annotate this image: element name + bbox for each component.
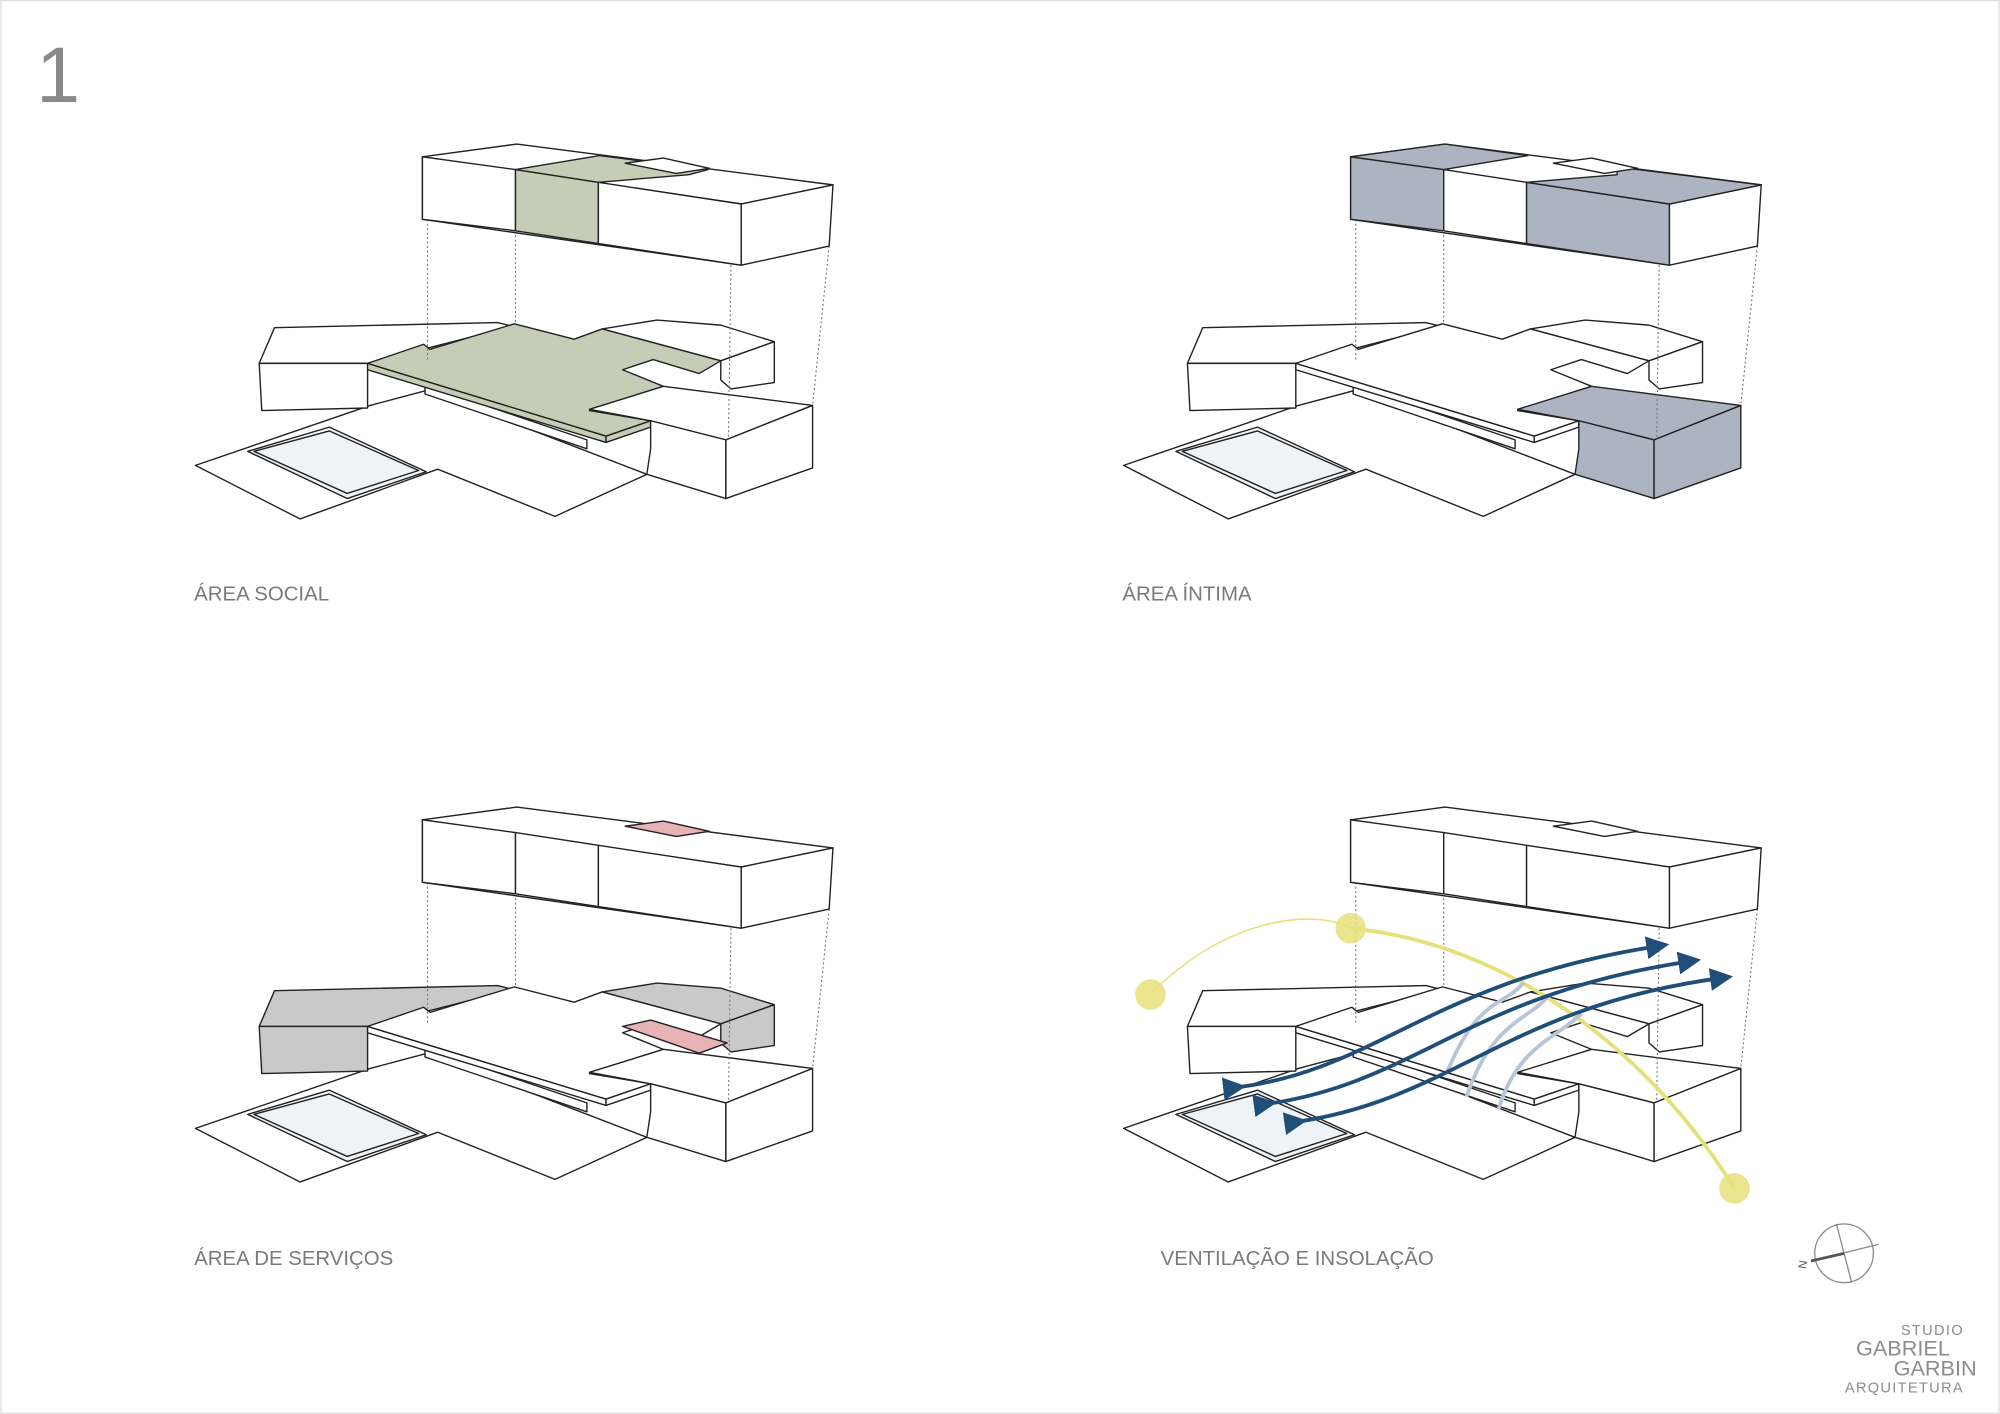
right-back-box-front xyxy=(720,1004,776,1053)
upper-top-segment-1 xyxy=(1349,143,1529,171)
left-wing-front xyxy=(258,1025,369,1075)
right-back-box-front xyxy=(720,341,776,390)
north-compass-icon: N xyxy=(1797,1223,1879,1284)
upper-top-segment-3 xyxy=(1525,166,1762,205)
diagram-area-servicos xyxy=(194,806,834,1183)
upper-box-segment-3 xyxy=(597,844,742,929)
upper-void xyxy=(1552,820,1639,838)
right-box-right-face xyxy=(725,404,814,500)
pool-edge xyxy=(253,1093,420,1158)
studio-logo: STUDIO GABRIEL GARBIN ARQUITETURA xyxy=(1845,1323,1977,1396)
diagram-ventilacao-insolacao xyxy=(1122,806,1762,1204)
upper-box-segment-2 xyxy=(1443,168,1528,245)
slab-support xyxy=(424,1047,588,1113)
upper-box-segment-3 xyxy=(597,181,742,266)
upper-box-segment-1 xyxy=(421,819,517,895)
diagram-area-social xyxy=(194,143,834,520)
upper-box-segment-1 xyxy=(421,156,517,232)
left-wing-front xyxy=(258,362,369,412)
logo-gabriel: GABRIEL xyxy=(1856,1335,1950,1360)
upper-box-segment-2 xyxy=(514,831,600,908)
sun-icon xyxy=(1335,912,1366,944)
compass-north-label: N xyxy=(1797,1259,1810,1269)
right-box-left-face xyxy=(1574,420,1655,500)
logo-arquitetura: ARQUITETURA xyxy=(1845,1380,1964,1396)
left-wing-front xyxy=(1186,1025,1297,1075)
right-box-left-face xyxy=(646,420,727,500)
ground-plate xyxy=(194,389,648,520)
right-back-box-front xyxy=(1648,341,1704,390)
pool xyxy=(247,1089,427,1163)
slab-support xyxy=(1352,384,1516,450)
upper-top-segment-2 xyxy=(514,154,709,184)
sun-path-dawn xyxy=(1149,918,1351,996)
label-area-social: ÁREA SOCIAL xyxy=(194,583,329,606)
upper-void xyxy=(1552,157,1639,175)
page-number: 1 xyxy=(36,30,80,119)
sun-icon xyxy=(1719,1173,1750,1204)
upper-box-segment-1 xyxy=(1349,819,1445,895)
slab-support xyxy=(424,384,588,450)
upper-void xyxy=(624,157,710,175)
climate-overlay xyxy=(1135,912,1750,1204)
ground-plate xyxy=(194,1052,648,1183)
pool-edge xyxy=(1181,430,1348,495)
left-wing-front xyxy=(1186,362,1297,412)
label-area-intima: ÁREA ÍNTIMA xyxy=(1122,583,1252,606)
upper-box-segment-3 xyxy=(1525,844,1671,929)
upper-void xyxy=(624,820,710,838)
ground-plate xyxy=(1122,389,1576,520)
right-box-left-face xyxy=(646,1083,727,1163)
right-box-right-face xyxy=(1653,404,1742,500)
service-highlight-lower xyxy=(621,1019,728,1054)
diagram-area-intima xyxy=(1122,143,1762,520)
logo-studio: STUDIO xyxy=(1901,1323,1964,1339)
label-area-servicos: ÁREA DE SERVIÇOS xyxy=(194,1247,393,1270)
wind-arrow-icon xyxy=(1282,968,1734,1136)
label-ventilacao-insolacao: VENTILAÇÃO E INSOLAÇÃO xyxy=(1161,1246,1434,1270)
pool-edge xyxy=(253,430,420,495)
logo-garbin: GARBIN xyxy=(1894,1356,1977,1381)
upper-box-segment-2 xyxy=(1443,831,1528,908)
right-box-right-face xyxy=(725,1067,814,1163)
pool xyxy=(1175,426,1356,500)
sun-icon xyxy=(1135,979,1166,1010)
pool xyxy=(247,426,427,500)
